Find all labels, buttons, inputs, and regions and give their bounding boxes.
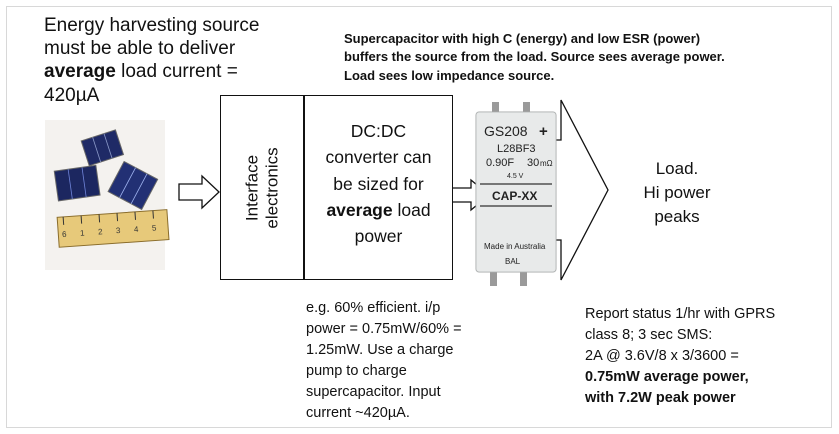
solar-cell-left — [54, 165, 100, 201]
dcdc-label: DC:DC converter can be sized for average… — [305, 118, 452, 249]
dcdc-line-1: DC:DC — [305, 118, 452, 144]
efficiency-line-6: current ~420µA. — [306, 403, 506, 424]
efficiency-note: e.g. 60% efficient. i/p power = 0.75mW/6… — [306, 298, 506, 424]
report-line-4: 0.75mW average power, — [585, 367, 825, 388]
supercapacitor-photo: GS208 + L28BF3 0.90F 30 mΩ 4.5 V CAP-XX … — [476, 102, 556, 286]
dcdc-line-5: power — [305, 223, 452, 249]
load-label: Load. Hi power peaks — [610, 157, 744, 229]
dcdc-line-4-rest: load — [393, 200, 431, 220]
interface-label-line-1: Interface — [242, 147, 262, 228]
cap-made-in: Made in Australia — [484, 242, 546, 251]
arrow-source-to-interface — [179, 176, 219, 208]
report-line-1: Report status 1/hr with GPRS — [585, 304, 825, 325]
report-line-5: with 7.2W peak power — [585, 388, 825, 409]
load-line-1: Load. — [610, 157, 744, 181]
report-line-3: 2A @ 3.6V/8 x 3/3600 = — [585, 346, 825, 367]
report-average-power: 0.75mW average power, — [585, 369, 749, 385]
report-peak-power: with 7.2W peak power — [585, 390, 736, 406]
cap-code: L28BF3 — [497, 143, 536, 155]
efficiency-line-2: power = 0.75mW/60% = — [306, 319, 506, 340]
efficiency-line-5: supercapacitor. Input — [306, 382, 506, 403]
efficiency-line-3: 1.25mW. Use a charge — [306, 340, 506, 361]
cap-capacitance: 0.90F — [486, 157, 514, 169]
efficiency-line-1: e.g. 60% efficient. i/p — [306, 298, 506, 319]
cap-model: GS208 — [484, 123, 528, 139]
cap-esr-value: 30 — [527, 157, 539, 169]
cap-voltage: 4.5 V — [507, 173, 524, 180]
interface-label: Interface electronics — [242, 147, 281, 228]
dcdc-line-4: average load — [305, 197, 452, 223]
report-line-2: class 8; 3 sec SMS: — [585, 325, 825, 346]
load-line-3: peaks — [610, 205, 744, 229]
dcdc-line-2: converter can — [305, 144, 452, 170]
load-line-2: Hi power — [610, 181, 744, 205]
cap-esr-unit: mΩ — [540, 159, 553, 168]
cap-bal: BAL — [505, 257, 521, 266]
solar-cells-photo: 1 2 3 4 5 6 — [45, 120, 169, 270]
report-note: Report status 1/hr with GPRS class 8; 3 … — [585, 304, 825, 409]
cap-plus-sign: + — [539, 123, 548, 140]
dcdc-line-3: be sized for — [305, 171, 452, 197]
interface-electronics-box: Interface electronics — [220, 95, 304, 280]
dcdc-average-emph: average — [326, 200, 392, 220]
cap-brand: CAP-XX — [492, 189, 537, 203]
efficiency-line-4: pump to charge — [306, 361, 506, 382]
dcdc-converter-box: DC:DC converter can be sized for average… — [304, 95, 453, 280]
interface-label-line-2: electronics — [262, 147, 282, 228]
